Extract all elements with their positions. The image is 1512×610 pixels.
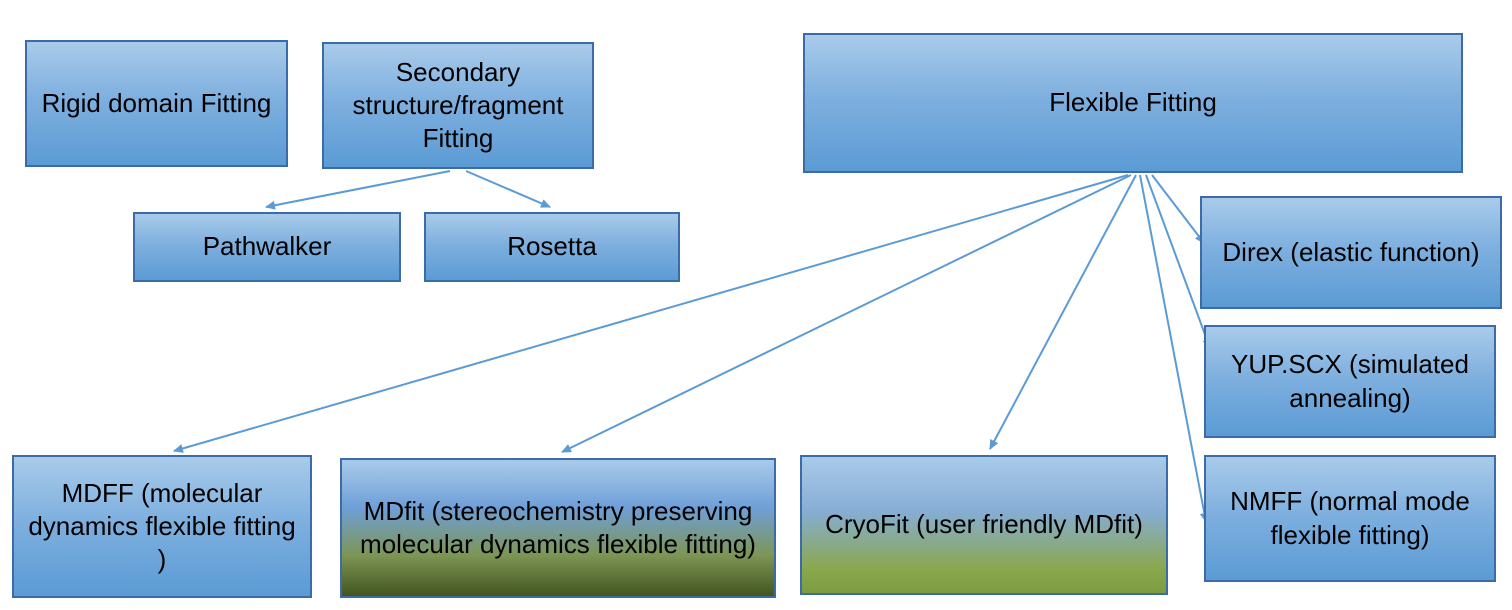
node-label: MDfit (stereochemistry preserving molecu… (360, 495, 756, 559)
arrow-flexible-to-direx (1151, 174, 1205, 244)
node-label: MDFF (molecular dynamics flexible fittin… (28, 477, 296, 575)
node-label: Pathwalker (202, 231, 332, 262)
node-label: Secondary structure/fragment Fitting (352, 56, 564, 154)
node-label: Rosetta (507, 231, 597, 262)
arrow-flexible-to-cryofit (989, 174, 1137, 450)
node-mdff: MDFF (molecular dynamics flexible fittin… (12, 455, 312, 598)
node-yupscx: YUP.SCX (simulated annealing) (1204, 325, 1496, 438)
node-rigid-domain-fitting: Rigid domain Fitting (25, 40, 288, 167)
node-cryofit: CryoFit (user friendly MDfit) (800, 455, 1168, 595)
node-pathwalker: Pathwalker (133, 212, 401, 282)
node-label: Rigid domain Fitting (41, 87, 272, 118)
node-direx: Direx (elastic function) (1200, 196, 1502, 309)
node-flexible-fitting: Flexible Fitting (803, 33, 1463, 173)
node-label: YUP.SCX (simulated annealing) (1231, 349, 1469, 413)
node-mdfit: MDfit (stereochemistry preserving molecu… (340, 458, 776, 598)
node-label: CryoFit (user friendly MDfit) (825, 509, 1143, 540)
node-rosetta: Rosetta (424, 212, 680, 282)
node-label: Direx (elastic function) (1222, 236, 1480, 267)
arrow-secondary-to-rosetta (465, 170, 551, 208)
node-nmff: NMFF (normal mode flexible fitting) (1204, 455, 1496, 582)
node-secondary-structure-fragment-fitting: Secondary structure/fragment Fitting (322, 42, 594, 169)
node-label: Flexible Fitting (1049, 87, 1217, 118)
node-label: NMFF (normal mode flexible fitting) (1230, 486, 1470, 550)
arrow-secondary-to-pathwalker (265, 170, 451, 210)
